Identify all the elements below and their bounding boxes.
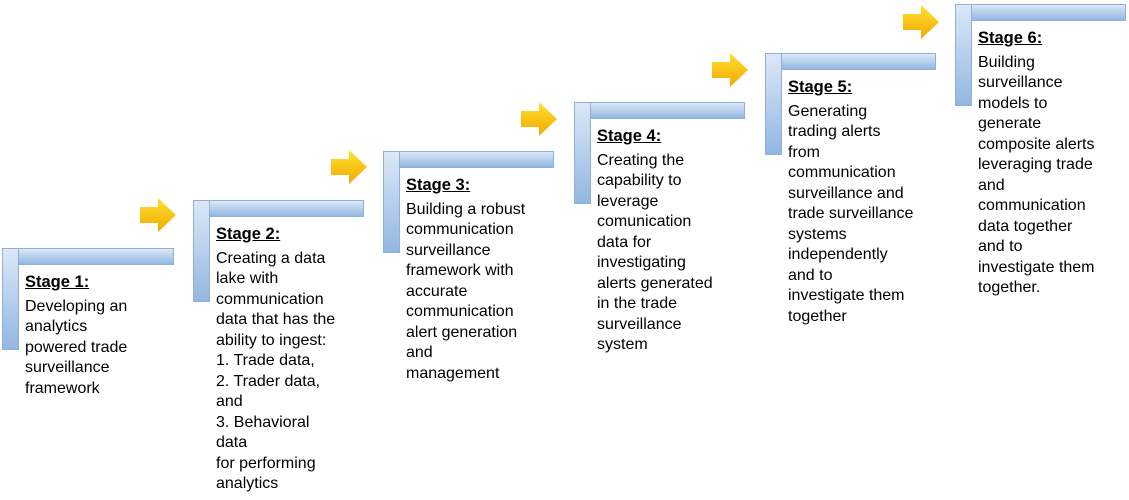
stage-4-bracket-side	[574, 102, 591, 204]
stage-1-bracket-top	[2, 248, 174, 265]
stage-6-text: Stage 6: Building surveillance models to…	[978, 28, 1128, 299]
stage-3-bracket-side	[383, 151, 400, 253]
right-arrow-icon	[712, 53, 748, 87]
stage-3-bracket-top	[383, 151, 554, 168]
stage-4-title: Stage 4:	[597, 127, 662, 145]
stage-5-bracket-top	[765, 53, 936, 70]
stage-5-text: Stage 5: Generating trading alerts from …	[788, 77, 938, 327]
stage-1-description: Developing an analytics powered trade su…	[25, 297, 128, 397]
stage-6-description: Building surveillance models to generate…	[978, 53, 1095, 297]
stage-4-description: Creating the capability to leverage comu…	[597, 151, 713, 354]
stage-1-title: Stage 1:	[25, 273, 90, 291]
stage-3-description: Building a robust communication surveill…	[406, 200, 526, 382]
stage-5-description: Generating trading alerts from communica…	[788, 102, 914, 325]
stage-1-text: Stage 1: Developing an analytics powered…	[25, 272, 175, 399]
stage-6-bracket-side	[955, 4, 972, 106]
stage-2-title: Stage 2:	[216, 225, 281, 243]
stage-2-bracket-side	[193, 200, 210, 302]
stage-4-text: Stage 4: Creating the capability to leve…	[597, 126, 747, 356]
stage-3-text: Stage 3: Building a robust communication…	[406, 175, 556, 384]
stage-2-text: Stage 2: Creating a data lake with commu…	[216, 224, 366, 495]
right-arrow-icon	[140, 198, 176, 232]
stage-4-bracket-top	[574, 102, 745, 119]
stage-5-title: Stage 5:	[788, 78, 853, 96]
stage-6-bracket-top	[955, 4, 1126, 21]
right-arrow-icon	[903, 5, 939, 39]
stage-5-bracket-side	[765, 53, 782, 155]
right-arrow-icon	[521, 102, 557, 136]
stage-2-description: Creating a data lake with communication …	[216, 249, 336, 493]
right-arrow-icon	[331, 150, 367, 184]
stage-3-title: Stage 3:	[406, 176, 471, 194]
stage-1-bracket-side	[2, 248, 19, 350]
stage-6-title: Stage 6:	[978, 29, 1043, 47]
stage-2-bracket-top	[193, 200, 364, 217]
